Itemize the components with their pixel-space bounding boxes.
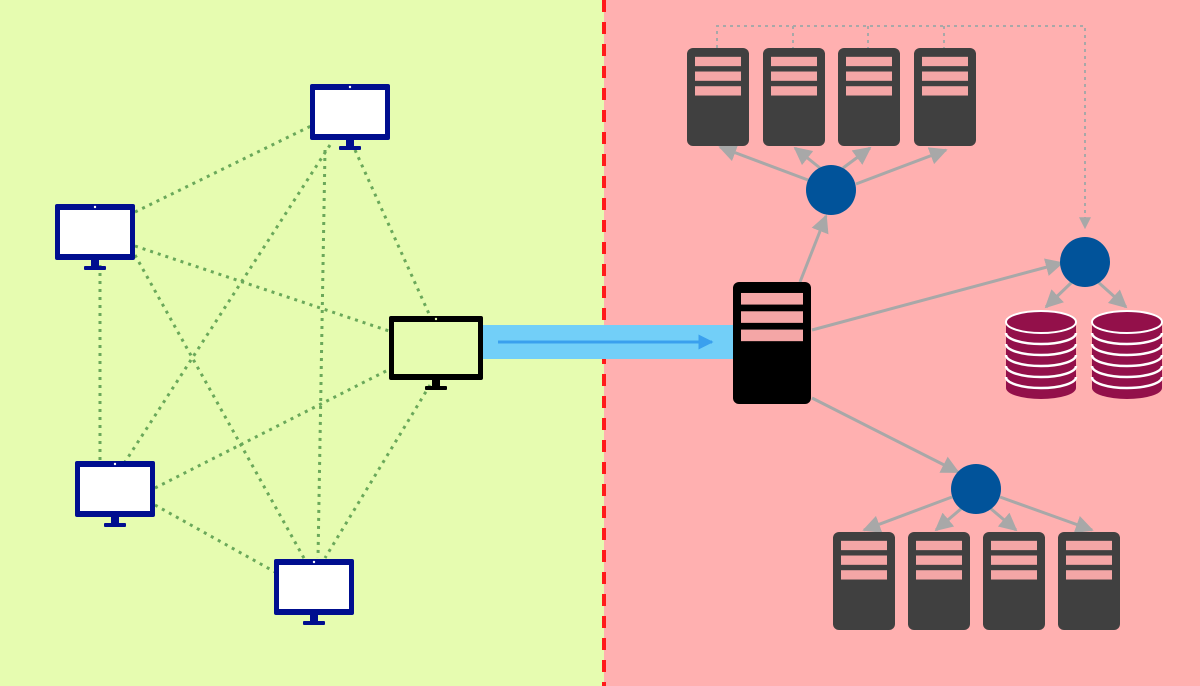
link-router-db-to-db — [1044, 280, 1074, 309]
link-router-top-to-server — [855, 147, 948, 186]
database-icon — [1090, 310, 1164, 399]
secure-tunnel — [480, 325, 742, 359]
main-server-icon — [733, 282, 811, 404]
link-router-bottom-to-server — [934, 506, 963, 532]
mesh-link — [323, 384, 432, 559]
mesh-link — [154, 503, 276, 574]
peer-computers — [55, 84, 390, 625]
peer-computer-monitor-icon — [274, 559, 354, 625]
peer-mesh-links — [98, 122, 432, 574]
link-router-top-to-server — [793, 146, 821, 170]
mesh-link — [134, 122, 316, 214]
backend-server-icon — [687, 48, 749, 146]
link-main-to-router-bottom — [811, 396, 960, 474]
gateway-monitor-icon — [389, 316, 483, 390]
replication-bus-line — [716, 25, 1091, 230]
backend-servers-top — [687, 48, 976, 146]
link-main-to-router-top — [798, 214, 829, 283]
link-main-to-router-db — [811, 258, 1064, 332]
router-node-icon — [1060, 237, 1110, 287]
link-router-top-to-server — [842, 146, 872, 170]
gateway-computer — [389, 316, 483, 390]
mesh-link — [123, 144, 332, 463]
database-icon — [1004, 310, 1078, 399]
mesh-link — [134, 244, 393, 334]
backend-server-icon — [1058, 532, 1120, 630]
router-node-icon — [951, 464, 1001, 514]
databases — [1004, 310, 1164, 399]
router-node-icon — [806, 165, 856, 215]
replication-bus — [716, 25, 1091, 230]
link-router-bottom-to-server — [999, 495, 1094, 534]
peer-computer-monitor-icon — [310, 84, 390, 150]
link-router-top-to-server — [718, 144, 809, 182]
link-router-db-to-db — [1097, 280, 1128, 309]
link-router-bottom-to-server — [989, 506, 1018, 532]
link-router-bottom-to-server — [862, 495, 953, 533]
backend-server-icon — [763, 48, 825, 146]
backend-server-icon — [914, 48, 976, 146]
backend-server-icon — [833, 532, 895, 630]
main-server — [733, 282, 811, 404]
backend-server-icon — [908, 532, 970, 630]
server-links — [718, 144, 1128, 534]
router-nodes — [806, 165, 1110, 514]
mesh-link — [133, 254, 307, 561]
backend-server-icon — [838, 48, 900, 146]
peer-computer-monitor-icon — [75, 461, 155, 527]
peer-computer-monitor-icon — [55, 204, 135, 270]
backend-servers-bottom — [833, 532, 1120, 630]
backend-server-icon — [983, 532, 1045, 630]
